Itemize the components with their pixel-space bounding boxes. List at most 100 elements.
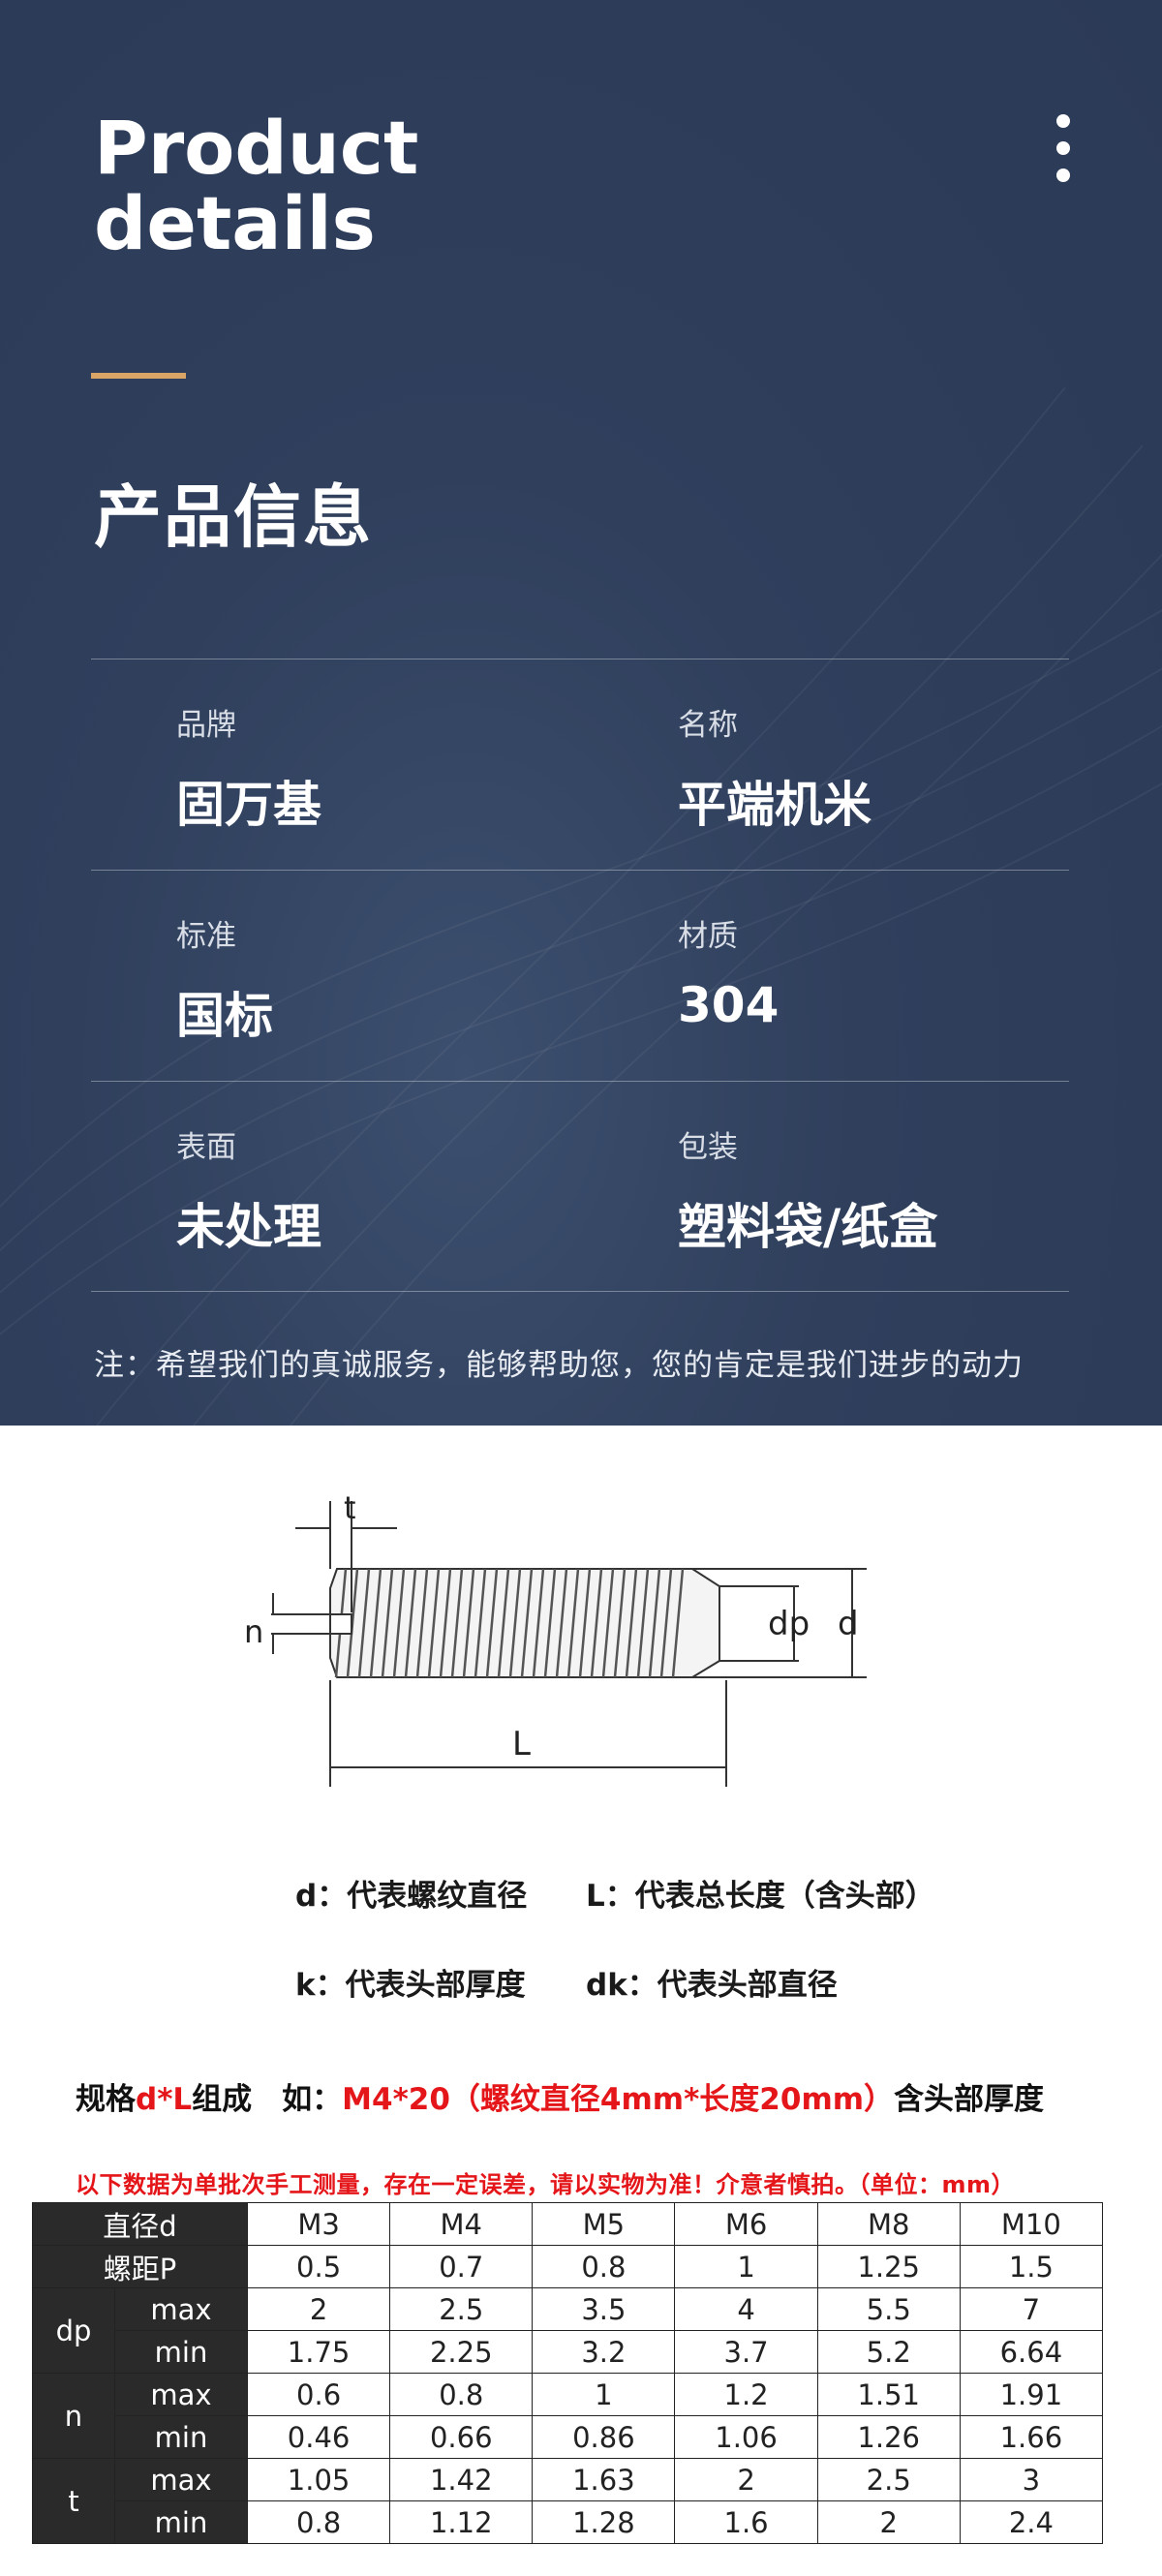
table-cell: 1.6 xyxy=(674,2500,818,2544)
table-cell: 1 xyxy=(674,2245,818,2288)
table-row: min 1.75 2.25 3.2 3.7 5.2 6.64 xyxy=(33,2330,1104,2374)
info-row: 品牌 固万基 名称 平端机米 xyxy=(91,659,1069,870)
table-cell: 2.5 xyxy=(389,2287,534,2331)
info-cell-brand: 品牌 固万基 xyxy=(176,659,660,871)
table-header-cell: 直径d xyxy=(31,2202,249,2246)
table-row: 直径d M3 M4 M5 M6 M8 M10 xyxy=(31,2202,1104,2246)
section-title: 产品信息 xyxy=(94,477,373,557)
measurement-warning: 以下数据为单批次手工测量，存在一定误差，请以实物为准！介意者慎拍。（单位：mm） xyxy=(76,2171,1016,2198)
info-cell-name: 名称 平端机米 xyxy=(678,659,1162,871)
label-t: t xyxy=(344,1489,356,1526)
spec-table: 直径d M3 M4 M5 M6 M8 M10 螺距P 0.5 0.7 0.8 1… xyxy=(31,2202,1104,2544)
spec-middle: 组成 如： xyxy=(192,2082,343,2117)
title-line-2: details xyxy=(94,180,376,266)
label-L: L xyxy=(512,1725,531,1763)
table-cell: 0.6 xyxy=(247,2373,391,2416)
table-row-label: 螺距P xyxy=(31,2245,249,2288)
info-value: 国标 xyxy=(176,988,273,1044)
table-cell: 1.25 xyxy=(816,2245,961,2288)
table-group-label: t xyxy=(32,2458,115,2544)
info-row: 标准 国标 材质 304 xyxy=(91,870,1069,1081)
table-cell: 0.8 xyxy=(532,2245,676,2288)
table-cell: 1.63 xyxy=(532,2458,676,2501)
table-row-label: max xyxy=(113,2287,249,2331)
table-cell: 4 xyxy=(674,2287,818,2331)
service-note: 注：希望我们的真诚服务，能够帮助您，您的肯定是我们进步的动力 xyxy=(94,1348,1024,1383)
table-cell: 3.7 xyxy=(674,2330,818,2374)
table-header-cell: M10 xyxy=(959,2202,1104,2246)
spec-formula: d*L xyxy=(136,2082,193,2117)
info-cell-standard: 标准 国标 xyxy=(176,871,660,1082)
table-cell: 3 xyxy=(959,2458,1104,2501)
table-cell: 1.5 xyxy=(959,2245,1104,2288)
table-cell: 1.42 xyxy=(389,2458,534,2501)
table-cell: 2 xyxy=(247,2287,391,2331)
table-cell: 2.4 xyxy=(959,2500,1104,2544)
table-row: 螺距P 0.5 0.7 0.8 1 1.25 1.5 xyxy=(31,2245,1104,2288)
table-cell: 1.75 xyxy=(247,2330,391,2374)
info-cell-packaging: 包装 塑料袋/纸盒 xyxy=(678,1082,1162,1293)
page-title: Product details xyxy=(94,110,597,261)
info-label: 标准 xyxy=(176,919,236,954)
label-d: d xyxy=(838,1605,859,1643)
table-cell: 7 xyxy=(959,2287,1104,2331)
legend-dk: dk：代表头部直径 xyxy=(586,1968,838,2003)
table-row: min 0.8 1.12 1.28 1.6 2 2.4 xyxy=(33,2500,1104,2544)
table-cell: 5.5 xyxy=(816,2287,961,2331)
info-label: 材质 xyxy=(678,919,738,954)
info-cell-material: 材质 304 xyxy=(678,871,1162,1082)
info-label: 包装 xyxy=(678,1130,738,1165)
label-n: n xyxy=(244,1613,263,1650)
table-cell: 0.5 xyxy=(247,2245,391,2288)
table-cell: 2.25 xyxy=(389,2330,534,2374)
table-cell: 0.8 xyxy=(247,2500,391,2544)
table-row: min 0.46 0.66 0.86 1.06 1.26 1.66 xyxy=(33,2415,1104,2459)
legend-k: k：代表头部厚度 xyxy=(295,1968,526,2003)
table-cell: 1.06 xyxy=(674,2415,818,2459)
table-cell: 1.66 xyxy=(959,2415,1104,2459)
table-cell: 1.28 xyxy=(532,2500,676,2544)
product-details-header: Product details 产品信息 品牌 固万基 名称 平端机米 标准 国… xyxy=(0,0,1162,1426)
table-cell: 2.5 xyxy=(816,2458,961,2501)
table-cell: 6.64 xyxy=(959,2330,1104,2374)
table-header-cell: M4 xyxy=(389,2202,534,2246)
table-cell: 5.2 xyxy=(816,2330,961,2374)
table-cell: 2 xyxy=(816,2500,961,2544)
table-cell: 3.2 xyxy=(532,2330,676,2374)
table-header-cell: M8 xyxy=(816,2202,961,2246)
table-cell: 3.5 xyxy=(532,2287,676,2331)
spec-example: M4*20（螺纹直径4mm*长度20mm） xyxy=(342,2082,895,2117)
table-cell: 0.7 xyxy=(389,2245,534,2288)
table-row: dp max 2 2.5 3.5 4 5.5 7 xyxy=(32,2287,1104,2374)
table-header-cell: M3 xyxy=(247,2202,391,2246)
accent-bar xyxy=(91,373,186,379)
table-row: t max 1.05 1.42 1.63 2 2.5 3 xyxy=(32,2458,1104,2544)
table-cell: 1.26 xyxy=(816,2415,961,2459)
decorative-light-lines xyxy=(0,0,1162,1426)
table-cell: 1 xyxy=(532,2373,676,2416)
table-row-label: min xyxy=(113,2330,249,2374)
legend-L: L：代表总长度（含头部） xyxy=(586,1879,935,1914)
table-cell: 1.2 xyxy=(674,2373,818,2416)
set-screw-diagram: t n L dp d xyxy=(244,1489,867,1787)
table-cell: 0.46 xyxy=(247,2415,391,2459)
info-cell-surface: 表面 未处理 xyxy=(176,1082,660,1293)
table-row: n max 0.6 0.8 1 1.2 1.51 1.91 xyxy=(32,2373,1104,2459)
table-cell: 0.66 xyxy=(389,2415,534,2459)
table-group-label: n xyxy=(32,2373,115,2459)
info-label: 表面 xyxy=(176,1130,236,1165)
spec-format-line: 规格d*L组成 如：M4*20（螺纹直径4mm*长度20mm）含头部厚度 xyxy=(76,2074,1044,2118)
table-cell: 1.05 xyxy=(247,2458,391,2501)
table-row-label: min xyxy=(113,2500,249,2544)
table-header-cell: M5 xyxy=(532,2202,676,2246)
info-value: 未处理 xyxy=(176,1199,321,1255)
info-value: 塑料袋/纸盒 xyxy=(678,1199,938,1255)
table-cell: 0.86 xyxy=(532,2415,676,2459)
title-line-1: Product xyxy=(94,105,419,191)
label-dp: dp xyxy=(768,1605,810,1643)
info-row: 表面 未处理 包装 塑料袋/纸盒 xyxy=(91,1081,1069,1292)
spec-suffix: 含头部厚度 xyxy=(894,2082,1045,2117)
spec-prefix: 规格 xyxy=(76,2082,136,2117)
table-row-label: min xyxy=(113,2415,249,2459)
more-vertical-icon[interactable] xyxy=(1046,114,1081,182)
